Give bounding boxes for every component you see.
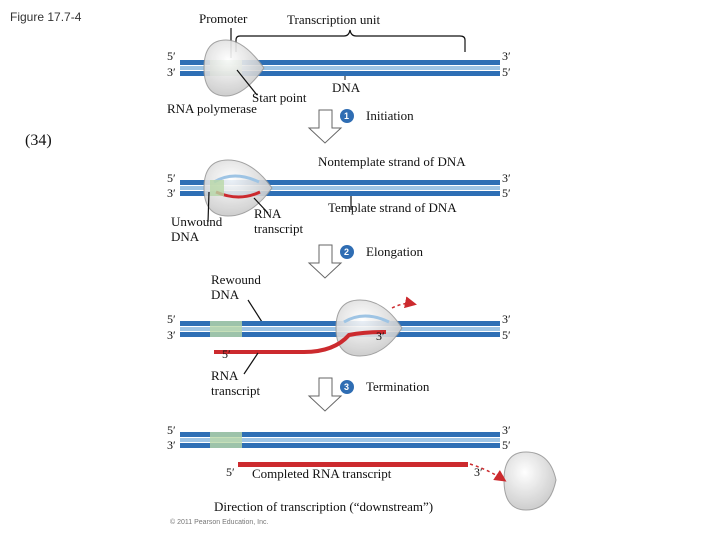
rna-transcript-label-2: transcript (254, 221, 303, 236)
rna-5-end-label: 5′ (222, 347, 231, 361)
end-5-label: 5′ (167, 423, 176, 437)
down-arrow-icon (307, 244, 343, 279)
start-point-pointer (236, 69, 258, 96)
unwound-dna-label: Unwound (171, 214, 223, 229)
dna-strand-top (180, 60, 500, 65)
template-strand-label: Template strand of DNA (328, 200, 457, 215)
dna-strand-bottom (180, 71, 500, 76)
stage-2-dna: Nontemplate strand of DNA 5′ 3′ 3′ 5′ Te… (167, 154, 511, 244)
dna-strand-middle (180, 66, 500, 70)
dna-strand-top (180, 432, 500, 437)
step-3-number: 3 (344, 382, 349, 392)
dna-strand-bottom (180, 191, 500, 196)
promoter-region (210, 321, 242, 337)
end-3-label: 3′ (167, 186, 176, 200)
rna-5-end-label: 5′ (226, 465, 235, 479)
step-1-number: 1 (344, 111, 349, 121)
stage-4-dna: 5′ 3′ 3′ 5′ 5′ 3′ Completed RNA transcri… (167, 423, 557, 526)
down-arrow-icon (307, 109, 343, 144)
step-2-label: Elongation (366, 244, 424, 259)
nontemplate-strand-label: Nontemplate strand of DNA (318, 154, 466, 169)
step-3-label: Termination (366, 379, 430, 394)
promoter-region (210, 180, 224, 196)
step-2-number: 2 (344, 247, 349, 257)
rna-transcript-pointer (243, 352, 259, 375)
rna-3-end-label: 3′ (376, 329, 385, 343)
end-3-label: 3′ (502, 49, 511, 63)
dna-strand-middle (180, 438, 500, 442)
end-3-label: 3′ (167, 65, 176, 79)
direction-arrow-icon (391, 296, 417, 309)
direction-label: Direction of transcription (“downstream”… (214, 499, 433, 514)
end-5-label: 5′ (502, 186, 511, 200)
end-3-label: 3′ (502, 171, 511, 185)
end-3-label: 3′ (167, 438, 176, 452)
promoter-label: Promoter (199, 11, 248, 26)
unwound-strand (343, 314, 390, 324)
unwound-dna-pointer (207, 191, 210, 223)
end-5-label: 5′ (502, 328, 511, 342)
rna-transcript-elongating (214, 330, 387, 354)
transcription-unit-brace (235, 29, 466, 52)
end-5-label: 5′ (502, 65, 511, 79)
end-3-label: 3′ (167, 328, 176, 342)
stage-3-dna: Rewound DNA 5′ 3′ 3′ 5′ 3′ 5′ RNA transc… (167, 272, 511, 398)
transcription-figure: Promoter Transcription unit 5′ 3′ 3′ 5′ … (164, 10, 557, 530)
promoter-region (210, 432, 242, 448)
copyright-credit: © 2011 Pearson Education, Inc. (170, 518, 268, 526)
step-2-badge (340, 245, 354, 259)
rna-transcript-label: RNA (254, 206, 282, 221)
rewound-dna-label: Rewound (211, 272, 261, 287)
rna-polymerase-label: RNA polymerase (167, 101, 257, 116)
transcription-diagram: Promoter Transcription unit 5′ 3′ 3′ 5′ … (167, 11, 557, 526)
rna-polymerase-shape (203, 159, 273, 217)
step-1: 1 Initiation (307, 108, 414, 144)
dna-strand-middle (180, 186, 500, 190)
released-polymerase-shape (503, 451, 557, 511)
dna-label: DNA (332, 80, 361, 95)
end-5-label: 5′ (502, 438, 511, 452)
release-arrow-icon (469, 463, 507, 482)
end-3-label: 3′ (502, 312, 511, 326)
end-5-label: 5′ (167, 49, 176, 63)
rna-3-end-label: 3′ (474, 465, 483, 479)
slide-title: Figure 17.7-4 (10, 10, 82, 24)
start-point-label: Start point (252, 90, 307, 105)
completed-rna-label: Completed RNA transcript (252, 466, 392, 481)
rna-polymerase-shape (335, 299, 403, 357)
end-3-label: 3′ (502, 423, 511, 437)
completed-rna-transcript (238, 462, 468, 467)
step-1-badge (340, 109, 354, 123)
step-1-label: Initiation (366, 108, 414, 123)
unwound-dna-label-2: DNA (171, 229, 200, 244)
step-3-badge (340, 380, 354, 394)
rewound-dna-label-2: DNA (211, 287, 240, 302)
rna-polymerase-shape (203, 39, 265, 97)
dna-strand-top (180, 180, 500, 185)
rna-transcript-label-2: transcript (211, 383, 260, 398)
step-2: 2 Elongation (307, 244, 424, 279)
slide-number-label: (34) (25, 132, 52, 149)
end-5-label: 5′ (167, 171, 176, 185)
end-5-label: 5′ (167, 312, 176, 326)
down-arrow-icon (307, 377, 343, 412)
step-3: 3 Termination (307, 377, 430, 412)
transcription-unit-label: Transcription unit (287, 12, 380, 27)
rna-transcript-pointer (253, 197, 269, 214)
rna-transcript-label: RNA (211, 368, 239, 383)
stage-1-dna: 5′ 3′ 3′ 5′ Start point DNA RNA polymera… (167, 39, 511, 116)
rewound-dna-pointer (247, 299, 263, 323)
dna-strand-bottom (180, 443, 500, 448)
